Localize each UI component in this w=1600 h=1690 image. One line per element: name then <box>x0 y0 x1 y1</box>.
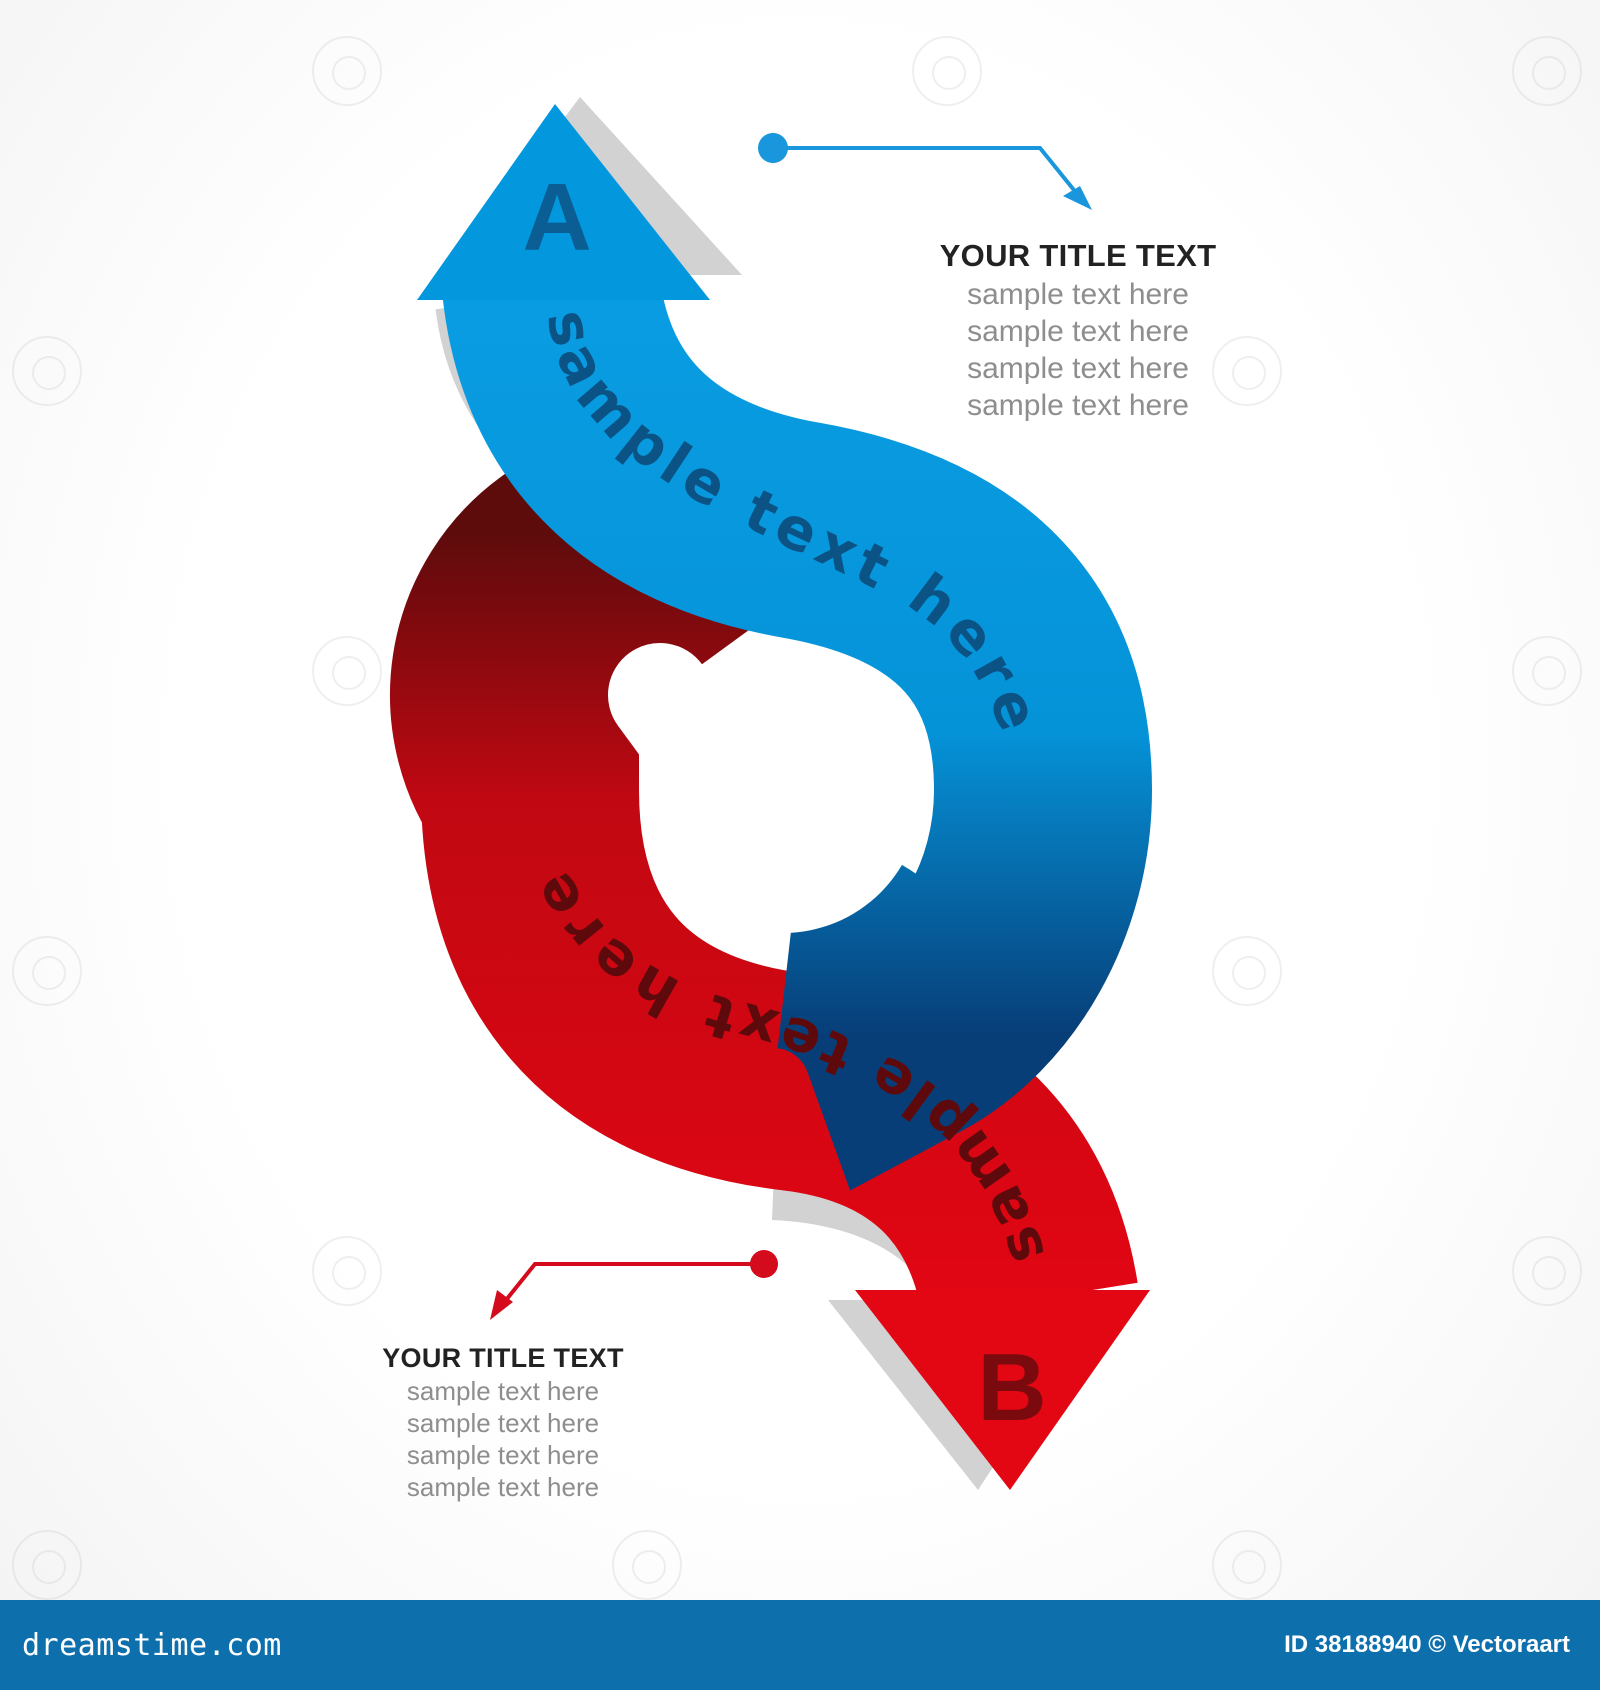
callout-top-line: sample text here <box>967 315 1189 348</box>
stock-footer-bar: dreamstime.com ID 38188940 © Vectoraart <box>0 1600 1600 1690</box>
footer-stock-id: ID 38188940 © Vectoraart <box>1284 1631 1570 1658</box>
callout-top-title: YOUR TITLE TEXT <box>939 238 1217 273</box>
watermark-spiral-icon <box>312 36 382 106</box>
arrow-b-letter: B <box>977 1334 1046 1441</box>
s-arrow-diagram: B A sample text here sample text here <box>390 97 1153 1490</box>
callout-top-text: YOUR TITLE TEXT sample text here sample … <box>918 236 1238 424</box>
callout-bottom-arrowhead-icon <box>490 1290 513 1320</box>
callout-bottom-text: YOUR TITLE TEXT sample text here sample … <box>362 1341 644 1503</box>
callout-bottom-line: sample text here <box>406 1408 600 1438</box>
callout-top-connector <box>758 133 1092 210</box>
arrow-a: A <box>417 104 1153 1191</box>
callout-top-line: sample text here <box>967 389 1189 422</box>
callout-bottom-connector <box>490 1250 778 1320</box>
center-hole <box>645 657 921 933</box>
watermark-spiral-icon <box>1512 636 1582 706</box>
watermark-spiral-icon <box>1212 336 1282 406</box>
arrow-a-head <box>417 104 710 300</box>
callout-bottom-line: sample text here <box>406 1376 600 1406</box>
callout-bottom-line: sample text here <box>406 1472 600 1502</box>
watermark-spiral-icon <box>912 36 982 106</box>
callout-top-line: sample text here <box>967 278 1189 311</box>
callout-bottom-line: sample text here <box>406 1440 600 1470</box>
callout-top-line: sample text here <box>967 352 1189 385</box>
callout-top-arrowhead-icon <box>1063 186 1092 210</box>
watermark-spiral-icon <box>312 636 382 706</box>
callout-bottom-title: YOUR TITLE TEXT <box>382 1343 624 1373</box>
watermark-spiral-icon <box>12 1530 82 1600</box>
watermark-spiral-icon <box>12 936 82 1006</box>
arrow-b-head <box>855 1290 1150 1490</box>
watermark-spiral-icon <box>1212 1530 1282 1600</box>
footer-brand-logo[interactable]: dreamstime.com <box>22 1628 282 1663</box>
watermark-spiral-icon <box>12 336 82 406</box>
watermark-spiral-icon <box>1512 36 1582 106</box>
watermark-spiral-icon <box>612 1530 682 1600</box>
watermark-spiral-icon <box>1512 1236 1582 1306</box>
watermark-spiral-icon <box>1212 936 1282 1006</box>
watermark-spiral-icon <box>312 1236 382 1306</box>
arrow-a-letter: A <box>522 164 591 271</box>
